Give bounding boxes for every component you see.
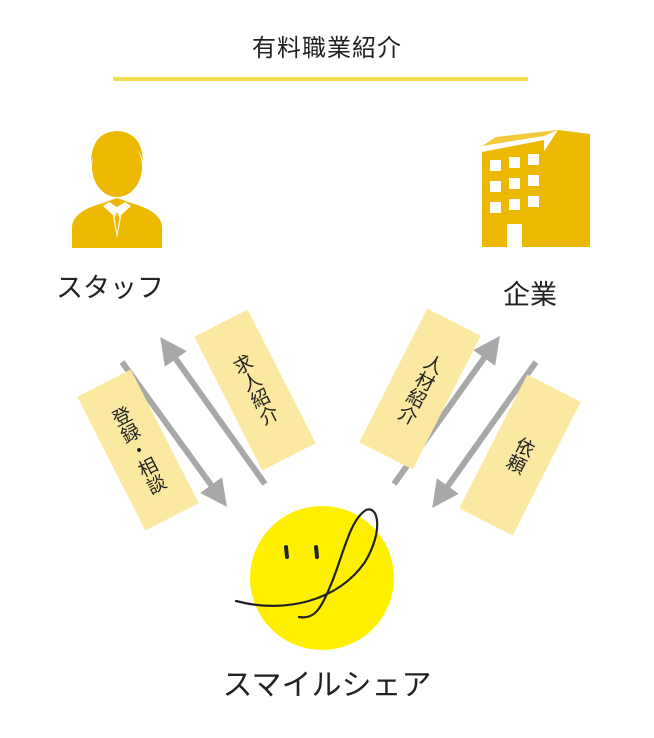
businessman-icon bbox=[72, 131, 162, 248]
flow-label-request: 依頼 bbox=[501, 432, 538, 477]
title-underline bbox=[113, 77, 528, 81]
arrow-company-to-smile bbox=[432, 360, 539, 509]
arrow-smile-to-staff bbox=[160, 337, 268, 486]
office-building-icon bbox=[482, 130, 590, 247]
staff-label: スタッフ bbox=[56, 273, 164, 304]
company-label: 企業 bbox=[503, 280, 557, 311]
diagram-title: 有料職業紹介 bbox=[252, 34, 402, 62]
smileshare-label: スマイルシェア bbox=[222, 668, 432, 703]
smiley-face-icon bbox=[234, 506, 394, 650]
